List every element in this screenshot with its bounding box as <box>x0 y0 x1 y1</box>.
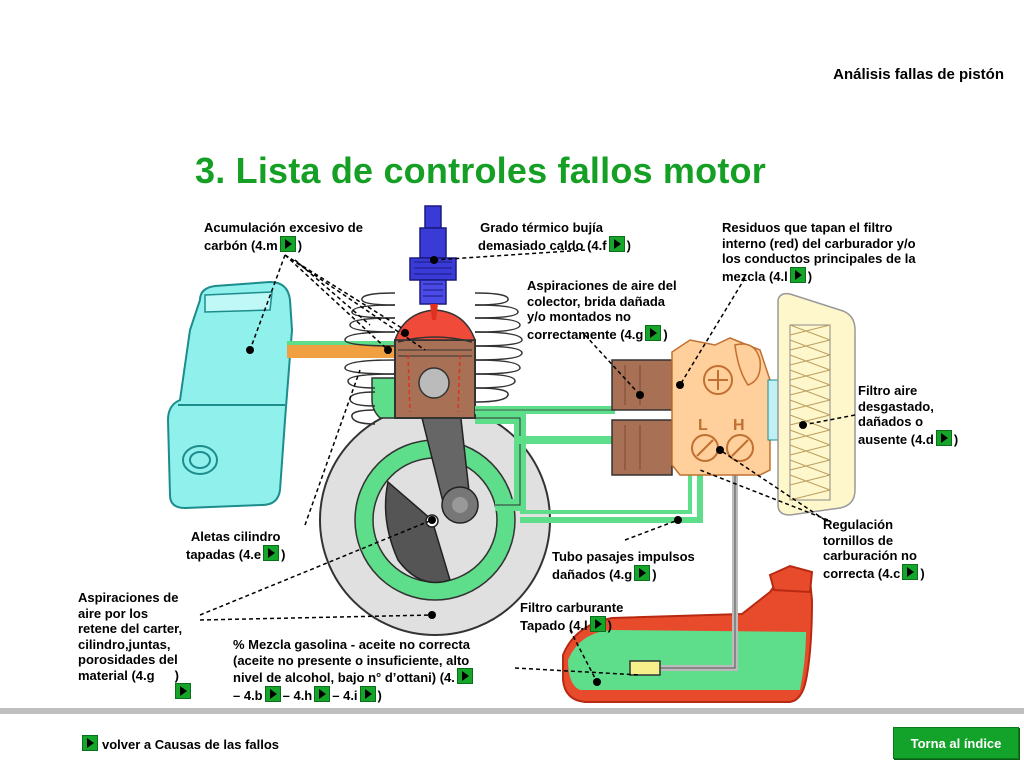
play-4g-tubo-button[interactable] <box>634 564 651 581</box>
play-4f-button[interactable] <box>608 235 625 252</box>
play-4e-button[interactable] <box>263 544 280 561</box>
label-aletas: Aletas cilindro tapadas (4.e) <box>186 529 286 562</box>
play-4-mezcla-button[interactable] <box>456 668 473 684</box>
label-carbon: Acumulación excesivo de carbón (4.m) <box>204 220 363 253</box>
label-aspiraciones-colector: Aspiraciones de aire del colector, brida… <box>527 278 677 342</box>
play-4g-carter-button[interactable] <box>175 683 191 699</box>
label-residuos: Residuos que tapan el filtro interno (re… <box>722 220 916 284</box>
play-4g-colector-button[interactable] <box>645 324 662 341</box>
header-title: Análisis fallas de pistón <box>833 66 1004 83</box>
play-4d-button[interactable] <box>935 429 952 446</box>
engine-diagram: L H <box>166 205 856 703</box>
air-filter <box>777 292 856 516</box>
label-filtro-aire: Filtro aire desgastado, dañados o ausent… <box>858 383 959 447</box>
carb-letter-h: H <box>733 417 745 434</box>
play-back-icon <box>82 735 98 751</box>
play-4i-button[interactable] <box>359 685 376 702</box>
label-regulacion: Regulación tornillos de carburación no c… <box>823 517 925 581</box>
play-4m-button[interactable] <box>279 235 296 252</box>
page-title: 3. Lista de controles fallos motor <box>195 150 766 191</box>
label-bujia: Grado térmico bujía demasiado caldo (4.f… <box>478 220 631 253</box>
cylinder-fins <box>344 292 523 425</box>
play-4l-filtro-button[interactable] <box>589 615 606 632</box>
carburetor: L H <box>671 337 771 476</box>
footer-divider <box>0 708 1024 714</box>
label-mezcla: % Mezcla gasolina - aceite no correcta (… <box>233 637 475 703</box>
play-4c-button[interactable] <box>902 563 919 580</box>
leader-lines <box>199 249 856 683</box>
play-4h-button[interactable] <box>314 685 331 702</box>
label-tubo: Tubo pasajes impulsos dañados (4.g) <box>552 549 695 582</box>
label-filtro-carburante: Filtro carburante Tapado (4.l) <box>520 600 624 633</box>
back-link[interactable]: volver a Causas de las fallos <box>80 735 279 752</box>
play-4b-button[interactable] <box>264 685 281 702</box>
fuel-tank-left <box>166 280 294 510</box>
leader-dots <box>246 256 807 686</box>
label-aspiraciones-carter: Aspiraciones de aire por los retene del … <box>78 590 193 701</box>
index-button[interactable]: Torna al índice <box>893 727 1019 759</box>
carb-letter-l: L <box>698 417 708 434</box>
play-4l-residuos-button[interactable] <box>789 266 806 283</box>
